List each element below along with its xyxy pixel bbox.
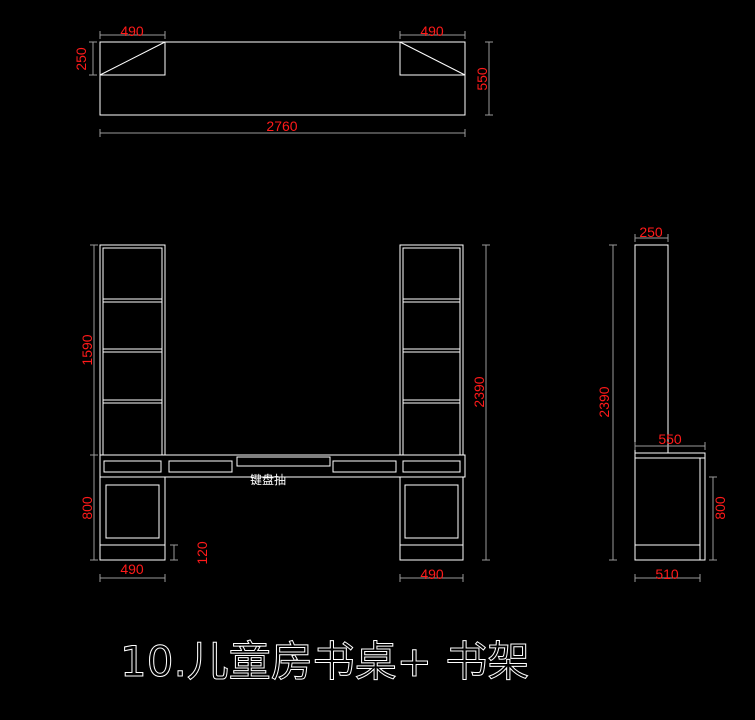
plan-total-depth-label: 550	[474, 67, 490, 91]
plinth-height-label: 120	[194, 541, 210, 565]
plan-dimension-lines	[89, 31, 493, 137]
drawer-3	[332, 460, 397, 473]
plan-right-shelf	[399, 41, 466, 76]
side-desk-depth-label: 550	[658, 431, 682, 447]
plan-outline	[99, 41, 466, 116]
front-right-width-label: 490	[420, 566, 444, 582]
side-total-height-label: 2390	[596, 386, 612, 417]
front-total-height-label: 2390	[471, 376, 487, 407]
plan-right-width-label: 490	[420, 23, 444, 39]
left-bookcase-shelves	[103, 298, 162, 404]
left-lower-cabinet	[99, 476, 166, 561]
shelf-height-label: 1590	[79, 334, 95, 365]
side-cabinet-height-label: 800	[712, 496, 728, 520]
side-base-depth-label: 510	[655, 566, 679, 582]
right-lower-cabinet	[399, 476, 464, 561]
drawing-title: 10.儿童房书桌+ 书架	[120, 637, 529, 686]
right-cabinet-door	[404, 484, 459, 539]
side-elevation: 250 2390 550 800 510	[596, 224, 728, 582]
side-dimension-lines	[609, 234, 717, 582]
front-left-width-label: 490	[120, 561, 144, 577]
side-shelf-depth-label: 250	[639, 224, 663, 240]
drawer-2	[168, 460, 233, 473]
plan-left-shelf	[99, 41, 166, 76]
left-bookcase	[99, 244, 166, 456]
plan-right-diagonal	[399, 41, 466, 76]
left-cabinet-door	[105, 484, 160, 539]
plan-shelf-depth-label: 250	[73, 47, 89, 71]
plan-total-length-label: 2760	[266, 118, 297, 134]
front-elevation: 键盘抽 1590 800 120 2390 490 490	[79, 244, 490, 582]
keyboard-tray-label: 键盘抽	[250, 472, 286, 487]
front-dimension-lines	[90, 244, 490, 582]
drawer-1	[103, 460, 162, 473]
desk-drawer-band	[99, 454, 466, 478]
plan-left-width-label: 490	[120, 23, 144, 39]
plan-left-diagonal	[99, 41, 166, 76]
cabinet-height-label: 800	[79, 496, 95, 520]
side-bookcase	[634, 244, 669, 454]
keyboard-tray	[236, 456, 331, 467]
plan-view: 490 490 250 550 2760	[73, 23, 493, 137]
side-desk-cabinet	[634, 452, 706, 561]
right-bookcase-shelves	[403, 298, 460, 404]
drawer-4	[402, 460, 461, 473]
right-bookcase	[399, 244, 464, 456]
